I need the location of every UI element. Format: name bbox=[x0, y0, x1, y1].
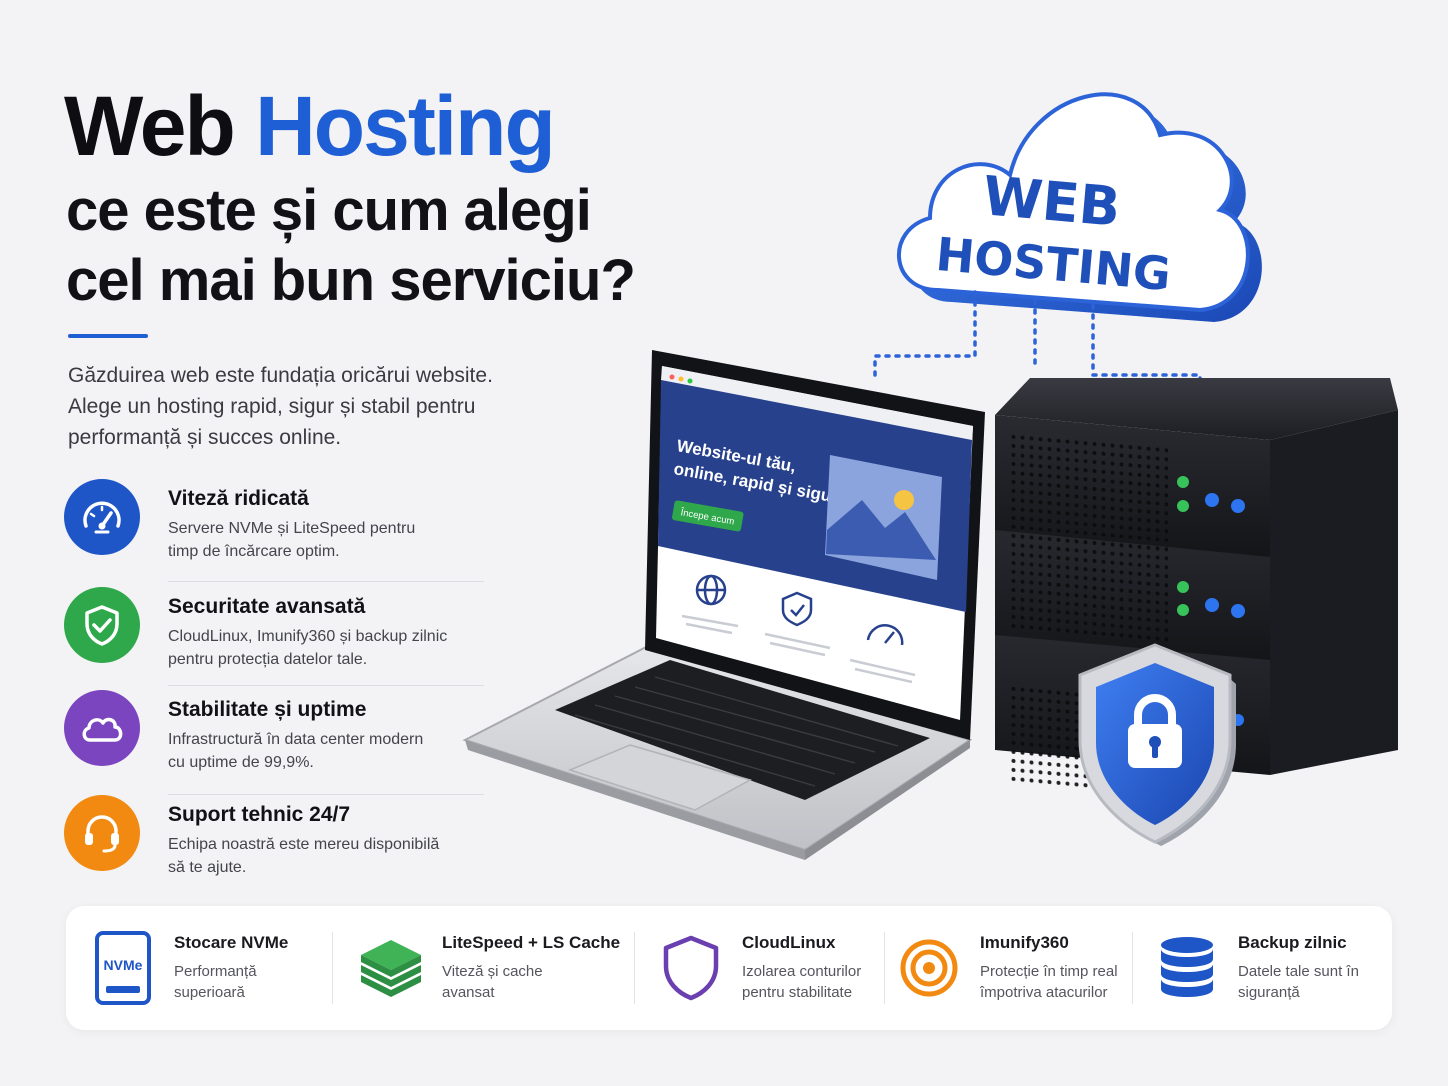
tech-desc-line: Izolarea conturilor bbox=[742, 963, 862, 980]
speedometer-icon bbox=[64, 479, 140, 555]
intro-line: performanță și succes online. bbox=[68, 426, 342, 449]
headset-icon bbox=[64, 795, 140, 871]
tech-description: Datele tale sunt în siguranță bbox=[1238, 961, 1359, 1003]
headline-line-2: ce este și cum alegi bbox=[66, 178, 592, 243]
intro-paragraph: Găzduirea web este fundația oricărui web… bbox=[68, 360, 528, 453]
feature-divider bbox=[168, 581, 484, 582]
screen-cta-button: Începe acum bbox=[672, 500, 744, 532]
headline-title: Web Hosting bbox=[64, 78, 556, 174]
headline-word-web: Web bbox=[64, 79, 236, 173]
tech-desc-line: pentru stabilitate bbox=[742, 984, 853, 1001]
globe-icon bbox=[695, 574, 727, 606]
shield-icon bbox=[781, 591, 813, 627]
tech-desc-line: împotriva atacurilor bbox=[980, 984, 1108, 1001]
tech-description: Izolarea conturilor pentru stabilitate bbox=[742, 961, 861, 1003]
tech-divider bbox=[332, 932, 333, 1004]
headline-word-hosting: Hosting bbox=[255, 79, 556, 173]
tech-title: Backup zilnic bbox=[1238, 933, 1347, 952]
feature-description: Echipa noastră este mereu disponibilă să… bbox=[168, 833, 488, 879]
tech-nvme: NVMe Stocare NVMe Performanță superioară bbox=[88, 906, 288, 1030]
feature-desc-line: timp de încărcare optim. bbox=[168, 543, 340, 560]
tech-cloudlinux: CloudLinux Izolarea conturilor pentru st… bbox=[656, 906, 861, 1030]
feature-title: Securitate avansată bbox=[168, 595, 366, 618]
feature-stability: Stabilitate și uptime Infrastructură în … bbox=[64, 690, 484, 790]
laptop-icon: Website-ul tău, online, rapid și sigur Î… bbox=[462, 350, 985, 860]
feature-description: Infrastructură în data center modern cu … bbox=[168, 728, 488, 774]
database-icon bbox=[1152, 933, 1222, 1003]
intro-line: Găzduirea web este fundația oricărui web… bbox=[68, 364, 493, 387]
tech-description: Performanță superioară bbox=[174, 961, 288, 1003]
tech-desc-line: Viteză și cache bbox=[442, 963, 543, 980]
feature-title: Viteză ridicată bbox=[168, 487, 309, 510]
tech-imunify360: Imunify360 Protecție în timp real împotr… bbox=[894, 906, 1118, 1030]
feature-title: Stabilitate și uptime bbox=[168, 698, 367, 721]
tech-divider bbox=[634, 932, 635, 1004]
intro-line: Alege un hosting rapid, sigur și stabil … bbox=[68, 395, 476, 418]
tech-title: LiteSpeed + LS Cache bbox=[442, 933, 621, 952]
tech-title: Stocare NVMe bbox=[174, 933, 289, 952]
tech-desc-line: superioară bbox=[174, 984, 245, 1001]
feature-description: CloudLinux, Imunify360 și backup zilnic … bbox=[168, 625, 488, 671]
tech-desc-line: Performanță bbox=[174, 963, 257, 980]
tech-litespeed: LiteSpeed + LS Cache Viteză și cache ava… bbox=[356, 906, 620, 1030]
feature-desc-line: pentru protecția datelor tale. bbox=[168, 651, 368, 668]
tech-title: CloudLinux bbox=[742, 933, 836, 952]
layers-icon bbox=[356, 933, 426, 1003]
nvme-badge-label: NVMe bbox=[104, 957, 143, 973]
feature-divider bbox=[168, 685, 484, 686]
cloud-label-web: WEB bbox=[980, 164, 1123, 239]
cloud-icon bbox=[64, 690, 140, 766]
tech-description: Viteză și cache avansat bbox=[442, 961, 620, 1003]
nvme-drive-icon: NVMe bbox=[88, 931, 158, 1005]
feature-support: Suport tehnic 24/7 Echipa noastră este m… bbox=[64, 795, 484, 895]
tech-title: Imunify360 bbox=[980, 933, 1069, 952]
feature-desc-line: Echipa noastră este mereu disponibilă bbox=[168, 836, 440, 853]
headline-underline bbox=[68, 334, 148, 338]
feature-title: Suport tehnic 24/7 bbox=[168, 803, 351, 826]
feature-divider bbox=[168, 794, 484, 795]
feature-desc-line: CloudLinux, Imunify360 și backup zilnic bbox=[168, 628, 448, 645]
shield-check-icon bbox=[64, 587, 140, 663]
padlock-shield-icon bbox=[1078, 643, 1236, 846]
tech-desc-line: Datele tale sunt în bbox=[1238, 963, 1359, 980]
tech-description: Protecție în timp real împotriva atacuri… bbox=[980, 961, 1118, 1003]
feature-desc-line: să te ajute. bbox=[168, 859, 247, 876]
feature-desc-line: cu uptime de 99,9%. bbox=[168, 754, 314, 771]
tech-desc-line: siguranță bbox=[1238, 984, 1300, 1001]
gauge-icon bbox=[866, 624, 904, 646]
tech-divider bbox=[1132, 932, 1133, 1004]
feature-security: Securitate avansată CloudLinux, Imunify3… bbox=[64, 587, 484, 687]
headline-subtitle: ce este și cum alegi cel mai bun servici… bbox=[66, 176, 636, 316]
feature-description: Servere NVMe și LiteSpeed pentru timp de… bbox=[168, 517, 488, 563]
shield-outline-icon bbox=[656, 933, 726, 1003]
feature-speed: Viteză ridicată Servere NVMe și LiteSpee… bbox=[64, 479, 484, 579]
tech-backup: Backup zilnic Datele tale sunt în sigura… bbox=[1152, 906, 1359, 1030]
feature-desc-line: Infrastructură în data center modern bbox=[168, 731, 424, 748]
feature-desc-line: Servere NVMe și LiteSpeed pentru bbox=[168, 520, 416, 537]
cloud-icon: WEB HOSTING bbox=[896, 92, 1262, 322]
tech-divider bbox=[884, 932, 885, 1004]
target-icon bbox=[894, 933, 964, 1003]
tech-desc-line: avansat bbox=[442, 984, 495, 1001]
tech-desc-line: Protecție în timp real bbox=[980, 963, 1118, 980]
hosting-illustration: WEB HOSTING bbox=[462, 92, 1398, 860]
technology-strip: NVMe Stocare NVMe Performanță superioară… bbox=[66, 906, 1392, 1030]
headline-line-3: cel mai bun serviciu? bbox=[66, 248, 636, 313]
